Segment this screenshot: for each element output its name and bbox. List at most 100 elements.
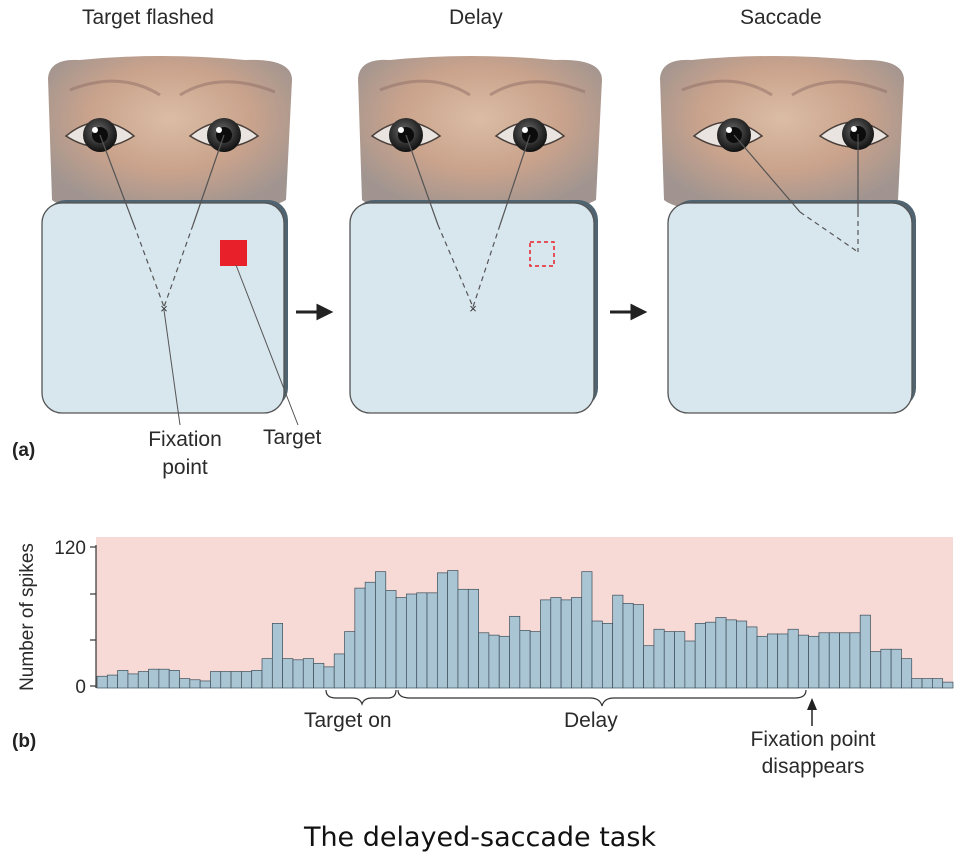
histogram-bar bbox=[612, 594, 624, 689]
panel-title-delay: Delay bbox=[449, 6, 503, 29]
histogram-bar bbox=[148, 668, 160, 689]
histogram-bar bbox=[560, 599, 572, 689]
fixation-point-disappears-label: Fixation point disappears bbox=[730, 726, 896, 780]
histogram-bar bbox=[715, 617, 727, 689]
histogram-bar bbox=[601, 623, 614, 689]
histogram-bar bbox=[756, 635, 768, 689]
histogram-bar bbox=[663, 631, 675, 689]
histogram-bar bbox=[179, 678, 191, 689]
right-eye-icon bbox=[188, 118, 260, 152]
histogram-bar bbox=[406, 593, 418, 689]
histogram-bar bbox=[797, 634, 809, 689]
histogram-bar bbox=[839, 632, 851, 689]
histogram-bar bbox=[158, 668, 170, 689]
histogram-bar bbox=[416, 592, 428, 689]
fixation-disappears-arrow-icon bbox=[807, 698, 817, 726]
histogram-bar bbox=[168, 670, 180, 689]
histogram-bar bbox=[674, 631, 686, 689]
histogram-bar bbox=[529, 631, 541, 689]
fixation-point-marker: × bbox=[469, 301, 477, 316]
histogram-bar bbox=[210, 671, 222, 689]
histogram-bar bbox=[375, 571, 387, 689]
y-tick-label-120: 120 bbox=[54, 538, 86, 559]
histogram-bar bbox=[519, 630, 531, 689]
histogram-bars bbox=[96, 570, 954, 689]
histogram-bar bbox=[354, 587, 366, 689]
monkey-face-2 bbox=[358, 56, 602, 214]
histogram-bar bbox=[127, 673, 139, 689]
spike-histogram: 120 0 Number of spikes bbox=[17, 537, 954, 698]
remembered-target-outline bbox=[529, 241, 555, 267]
histogram-bar bbox=[921, 678, 933, 689]
histogram-bar bbox=[550, 597, 562, 689]
histogram-bar bbox=[344, 631, 356, 689]
fixation-point-label: Fixation point bbox=[133, 426, 237, 482]
histogram-bar bbox=[591, 620, 603, 689]
histogram-bar bbox=[395, 597, 407, 689]
histogram-bar bbox=[457, 588, 469, 689]
histogram-bar bbox=[622, 603, 634, 689]
histogram-bar bbox=[890, 648, 902, 689]
monkey-face-3 bbox=[660, 56, 904, 214]
histogram-bar bbox=[467, 588, 479, 689]
right-eye-icon bbox=[494, 118, 566, 152]
histogram-bar bbox=[271, 623, 283, 689]
target-on-brace bbox=[325, 689, 397, 706]
histogram-bar bbox=[436, 572, 448, 689]
histogram-bar bbox=[302, 658, 314, 689]
histogram-bar bbox=[117, 670, 129, 689]
histogram-bar bbox=[447, 570, 459, 689]
histogram-bar bbox=[901, 658, 913, 689]
monkey-face-1 bbox=[48, 56, 292, 214]
histogram-bar bbox=[818, 632, 830, 689]
histogram-bar bbox=[911, 678, 923, 689]
fixation-point-disappears-line2: disappears bbox=[761, 755, 865, 778]
histogram-bar bbox=[632, 604, 644, 689]
histogram-bar bbox=[777, 633, 789, 689]
panel-a-tag: (a) bbox=[12, 440, 36, 461]
histogram-bar bbox=[932, 678, 944, 689]
histogram-bar bbox=[808, 635, 820, 689]
histogram-bar bbox=[787, 628, 799, 689]
arrow-right-icon bbox=[610, 303, 648, 321]
histogram-bar bbox=[199, 680, 211, 689]
panel-title-saccade: Saccade bbox=[740, 6, 822, 29]
histogram-bar bbox=[767, 633, 779, 689]
histogram-bar bbox=[746, 626, 758, 689]
panel-b-tag: (b) bbox=[12, 731, 37, 752]
histogram-bar bbox=[96, 675, 108, 689]
histogram-bar bbox=[571, 597, 583, 689]
histogram-bar bbox=[426, 592, 438, 689]
histogram-bar bbox=[653, 628, 665, 689]
panel-saccade bbox=[660, 56, 916, 414]
histogram-bar bbox=[189, 679, 201, 689]
histogram-bar bbox=[241, 671, 253, 689]
histogram-bar bbox=[694, 623, 706, 689]
target-square bbox=[220, 240, 247, 266]
arrow-right-icon bbox=[296, 303, 334, 321]
histogram-bar bbox=[292, 659, 304, 689]
delay-brace bbox=[397, 689, 807, 707]
histogram-bar bbox=[643, 645, 655, 689]
fixation-point-label-line2: point bbox=[162, 456, 208, 479]
histogram-bar bbox=[540, 599, 552, 689]
histogram-bar bbox=[849, 632, 861, 689]
histogram-bar bbox=[684, 640, 696, 689]
histogram-bar bbox=[364, 581, 376, 689]
panel-title-target-flashed: Target flashed bbox=[82, 6, 214, 29]
screen-3 bbox=[667, 200, 916, 414]
histogram-bar bbox=[736, 620, 748, 689]
y-axis-label: Number of spikes bbox=[17, 543, 38, 691]
fixation-point-disappears-line1: Fixation point bbox=[750, 728, 876, 751]
figure-caption: The delayed-saccade task bbox=[303, 822, 657, 853]
histogram-bar bbox=[581, 571, 593, 689]
histogram-bar bbox=[251, 670, 263, 689]
histogram-bar bbox=[230, 671, 242, 689]
screen-2 bbox=[349, 200, 598, 414]
panel-target-flashed: × bbox=[41, 56, 299, 426]
delay-period-label: Delay bbox=[564, 709, 618, 732]
histogram-bar bbox=[137, 671, 149, 689]
fixation-point-marker: × bbox=[160, 301, 168, 316]
histogram-bar bbox=[509, 615, 521, 689]
